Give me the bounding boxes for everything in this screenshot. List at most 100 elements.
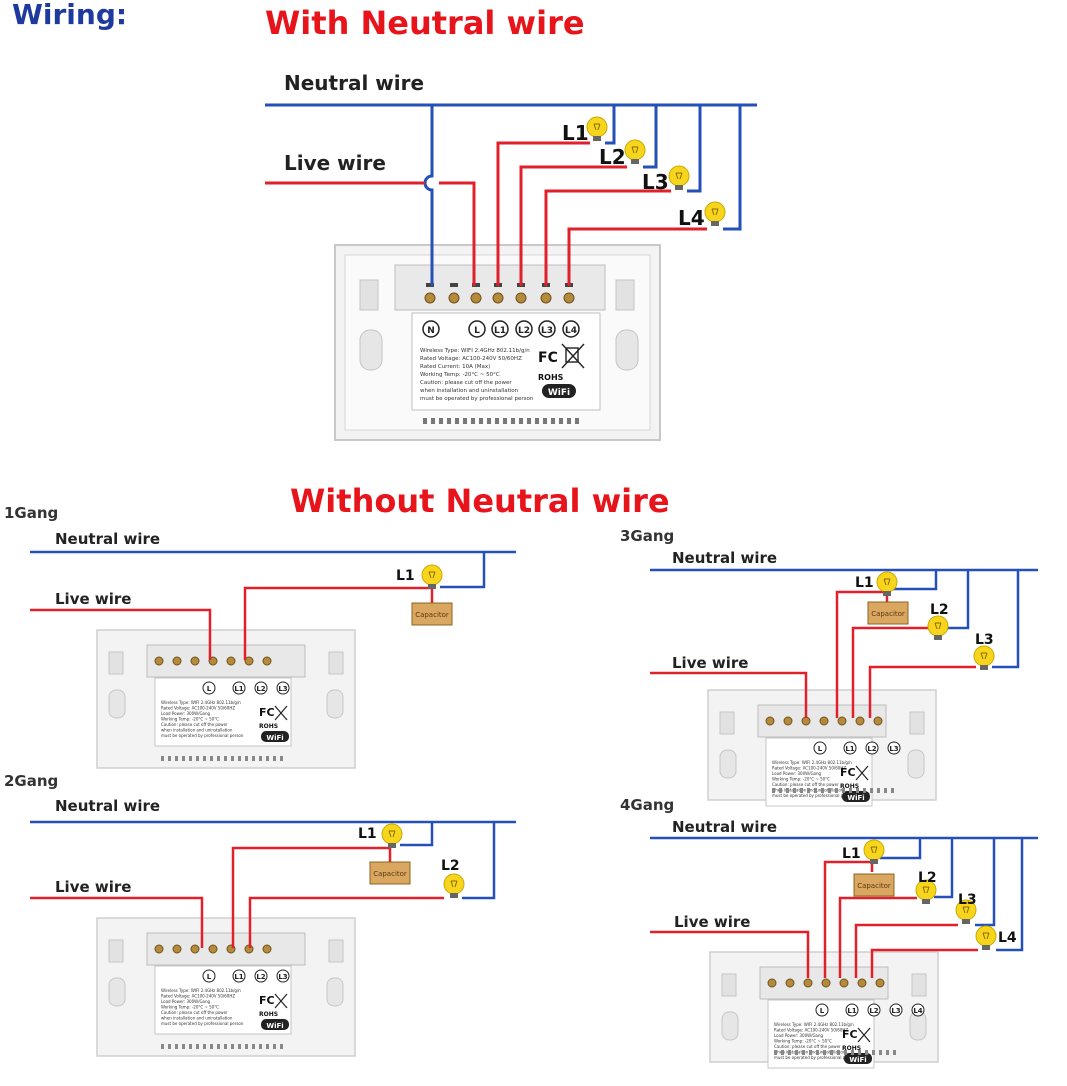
vent-slot: [781, 1050, 784, 1055]
capacitor-label: Capacitor: [871, 610, 905, 618]
spec-line: Load Power: 300W/Gang: [161, 999, 211, 1004]
lamp-icon: [704, 201, 726, 227]
l1-neutral: [400, 822, 434, 847]
terminal-label: L2: [867, 745, 876, 753]
terminal-ring: [813, 741, 827, 755]
screw: [190, 656, 200, 666]
vent-slot: [463, 418, 467, 424]
vent-slot: [217, 1044, 220, 1049]
terminal-clamp: [450, 283, 458, 287]
rohs-mark: ROHS: [259, 1011, 278, 1018]
vent-slot: [774, 1050, 777, 1055]
plate-clip: [108, 939, 124, 963]
plate-hole: [108, 689, 126, 719]
vent-slot: [224, 1044, 227, 1049]
vent-slot: [210, 1044, 213, 1049]
vent-slot: [259, 1044, 262, 1049]
lamp-label: L3: [975, 632, 994, 648]
spec-line: Rated Voltage: AC100-240V 50/60HZ: [774, 1028, 848, 1033]
spec-line: must be operated by professional person: [420, 396, 534, 402]
terminal-ring: [562, 320, 580, 338]
terminal-label: L3: [278, 973, 287, 981]
terminal-ring: [867, 1003, 881, 1017]
screw: [470, 292, 482, 304]
vent-slot: [168, 756, 171, 761]
terminal-label: L3: [541, 326, 553, 336]
spec-line: Load Power: 300W/Gang: [772, 771, 822, 776]
terminal-ring: [422, 320, 440, 338]
plate-clip: [719, 711, 735, 735]
vent-slot: [543, 418, 547, 424]
lamp-icon: [421, 564, 443, 590]
lamp-label: L1: [855, 575, 874, 591]
vent-slot: [238, 756, 241, 761]
spec-line: Caution: please cut off the power: [772, 782, 839, 787]
wifi-badge: [261, 731, 289, 742]
vent-slot: [772, 788, 775, 793]
spec-line: Rated Voltage: AC100-240V 50/60HZ: [772, 766, 846, 771]
terminal-label: L2: [256, 973, 265, 981]
vent-slot: [495, 418, 499, 424]
screw: [855, 716, 865, 726]
l1-wire: [835, 590, 889, 718]
plate-hole: [326, 689, 344, 719]
vent-slot: [559, 418, 563, 424]
spec-line: must be operated by professional person: [774, 1055, 857, 1060]
plate-hole: [719, 749, 737, 779]
terminal-block: [146, 644, 306, 678]
live-wire-label: Live wire: [55, 878, 131, 896]
neutral-wire-label: Neutral wire: [284, 71, 424, 95]
lamp-label-l3: L3: [642, 170, 669, 194]
l2-neutral: [462, 822, 496, 900]
wifi-mark: WiFi: [548, 388, 570, 398]
weee-bin-icon: [274, 705, 288, 721]
vent-slot: [196, 1044, 199, 1049]
lamp-label: L4: [998, 930, 1017, 946]
fc-mark: FC: [842, 1028, 858, 1041]
vent-slot: [224, 756, 227, 761]
lamp-label-l2: L2: [599, 145, 626, 169]
vent-slot: [809, 1050, 812, 1055]
l1-wire: [496, 141, 590, 286]
without-neutral-heading: Without Neutral wire: [290, 482, 670, 520]
vent-slot: [844, 1050, 847, 1055]
vent-slot: [821, 788, 824, 793]
capacitor-label: Capacitor: [415, 611, 449, 619]
vent-slot: [189, 756, 192, 761]
screw: [515, 292, 527, 304]
l1-neutral: [605, 105, 616, 145]
vent-slot: [245, 1044, 248, 1049]
page-title: Wiring:: [12, 0, 127, 31]
lamp-icon: [927, 615, 949, 641]
l3-neutral: [992, 570, 1020, 669]
vent-slot: [823, 1050, 826, 1055]
vent-slot: [487, 418, 491, 424]
terminal-label: L3: [891, 1007, 900, 1015]
plate-hole: [907, 749, 925, 779]
terminal-label: L: [818, 745, 823, 753]
screw: [875, 978, 885, 988]
vent-slot: [503, 418, 507, 424]
wifi-mark: WiFi: [266, 734, 283, 742]
rohs-mark: ROHS: [538, 373, 564, 382]
screw: [803, 978, 813, 988]
terminal-label: L1: [847, 1007, 856, 1015]
lamp-label: L2: [441, 858, 460, 874]
vent-slot: [439, 418, 443, 424]
vent-slot: [182, 1044, 185, 1049]
l3-wire: [544, 189, 671, 286]
lamp-label: L2: [930, 602, 949, 618]
terminal-label: L2: [869, 1007, 878, 1015]
vent-slot: [252, 1044, 255, 1049]
terminal-ring: [202, 969, 216, 983]
vent-slot: [259, 756, 262, 761]
vent-slot: [175, 1044, 178, 1049]
terminal-clamp: [426, 283, 434, 287]
l1-neutral: [440, 552, 486, 589]
vent-slot: [835, 788, 838, 793]
terminal-label: L2: [518, 326, 530, 336]
live-wire: [265, 181, 476, 286]
plate-hole: [326, 977, 344, 1007]
